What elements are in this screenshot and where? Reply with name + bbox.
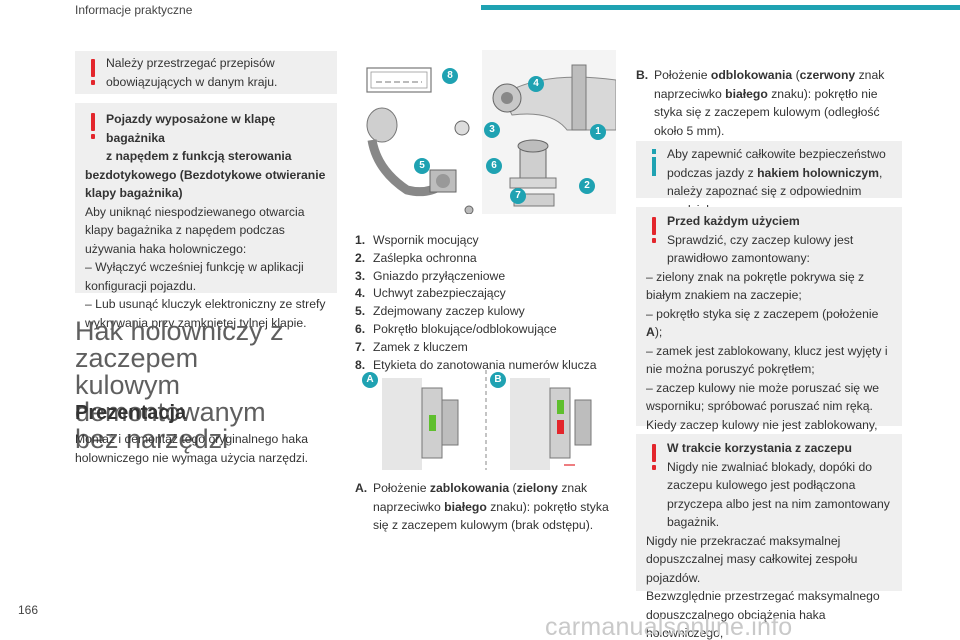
view-label-a: A (362, 372, 378, 388)
warning-box-tailgate: Pojazdy wyposażone w klapę bagażnika z n… (75, 103, 337, 330)
warning-title-line2: z napędem z funkcją sterowania (106, 149, 292, 163)
callout-8: 8 (442, 68, 458, 84)
callout-3: 3 (484, 122, 500, 138)
warning-text: Należy przestrzegać przepisów obowiązują… (106, 56, 278, 89)
legend-item: 6.Pokrętło blokujące/odblokowujące (355, 321, 557, 336)
legend-item: 8.Etykieta do zanotowania numerów klucza (355, 357, 597, 372)
legend-item: 7.Zamek z kluczem (355, 339, 468, 354)
lock-positions-illustration: A B (352, 370, 616, 470)
intro-paragraph: Montaż i demontaż tego oryginalnego haka… (75, 432, 309, 465)
info-text-bold: hakiem holowniczym (757, 165, 880, 180)
heading-line: kulowym demontowanym (75, 370, 266, 427)
warning-icon (89, 59, 97, 86)
warning-title-line3: bezdotykowego (Bezdotykowe otwieranie kl… (85, 167, 326, 201)
callout-5: 5 (414, 158, 430, 174)
callout-4: 4 (528, 76, 544, 92)
warning-title: W trakcie korzystania z zaczepu (667, 441, 852, 455)
warning-item: – Lub usunąć kluczyk elektroniczny ze st… (85, 297, 326, 330)
warning-title-line1: Pojazdy wyposażone w klapę bagażnika (106, 112, 276, 145)
warning-box-regulations: Należy przestrzegać przepisów obowiązują… (75, 51, 337, 94)
warning-text: Nigdy nie zwalniać blokady, dopóki do za… (667, 459, 890, 530)
towbar-components-illustration: 1 2 3 4 5 6 7 8 (352, 50, 617, 215)
warning-item: – zaczep kulowy nie może poruszać się we… (646, 380, 880, 414)
warning-text: Sprawdzić, czy zaczep kulowy jest prawid… (667, 232, 854, 266)
warning-box-before-use: Przed każdym użyciem Sprawdzić, czy zacz… (636, 207, 902, 469)
callout-6: 6 (486, 158, 502, 174)
section-title: Informacje praktyczne (75, 3, 193, 17)
subheading: Prezentacja (75, 402, 187, 424)
legend-item: 1.Wspornik mocujący (355, 233, 479, 247)
warning-icon (650, 217, 658, 244)
info-box-safety: Aby zapewnić całkowite bezpieczeństwo po… (636, 141, 902, 217)
position-a-description: A. Położenie zablokowania (zielony znak … (355, 481, 609, 532)
watermark: carmanualsonline.info (545, 613, 793, 640)
info-icon (650, 149, 658, 176)
callout-2: 2 (579, 178, 595, 194)
warning-title: Przed każdym użyciem (667, 214, 800, 228)
legend-item: 5.Zdejmowany zaczep kulowy (355, 304, 525, 319)
warning-body: Aby uniknąć niespodziewanego otwarcia kl… (85, 204, 305, 256)
header-accent-bar (481, 5, 960, 10)
info-text: Aby zapewnić całkowite bezpieczeństwo po… (667, 147, 886, 180)
callout-7: 7 (510, 188, 526, 204)
warning-item: – Wyłączyć wcześniej funkcję w aplikacji… (85, 260, 304, 293)
section-heading: Hak holowniczy z zaczepem kulowym demont… (75, 318, 350, 453)
legend-item: 2.Zaślepka ochronna (355, 250, 477, 265)
warning-text: Nigdy nie przekraczać maksymalnej dopusz… (646, 533, 858, 585)
view-label-b: B (490, 372, 506, 388)
warning-item: – zielony znak na pokrętle pokrywa się z… (646, 269, 865, 303)
legend-item: 4.Uchwyt zabezpieczający (355, 286, 506, 301)
warning-box-during-use: W trakcie korzystania z zaczepu Nigdy ni… (636, 434, 902, 640)
warning-icon (89, 113, 97, 140)
warning-text: Bezwzględnie przestrzegać maksymalnego d… (646, 589, 880, 640)
callout-1: 1 (590, 124, 606, 140)
page-number: 166 (18, 603, 39, 617)
position-b-description: B. Położenie odblokowania (czerwony znak… (636, 68, 885, 138)
legend-item: 3.Gniazdo przyłączeniowe (355, 268, 506, 283)
warning-icon (650, 444, 658, 471)
heading-line: Hak holowniczy z zaczepem (75, 316, 284, 373)
warning-item: – zamek jest zablokowany, klucz jest wyj… (646, 343, 888, 377)
component-legend: 1.Wspornik mocujący 2.Zaślepka ochronna … (355, 232, 625, 374)
heading-line: bez narzędzi (75, 424, 229, 454)
warning-item: – pokrętło styka się z zaczepem (położen… (646, 306, 879, 340)
